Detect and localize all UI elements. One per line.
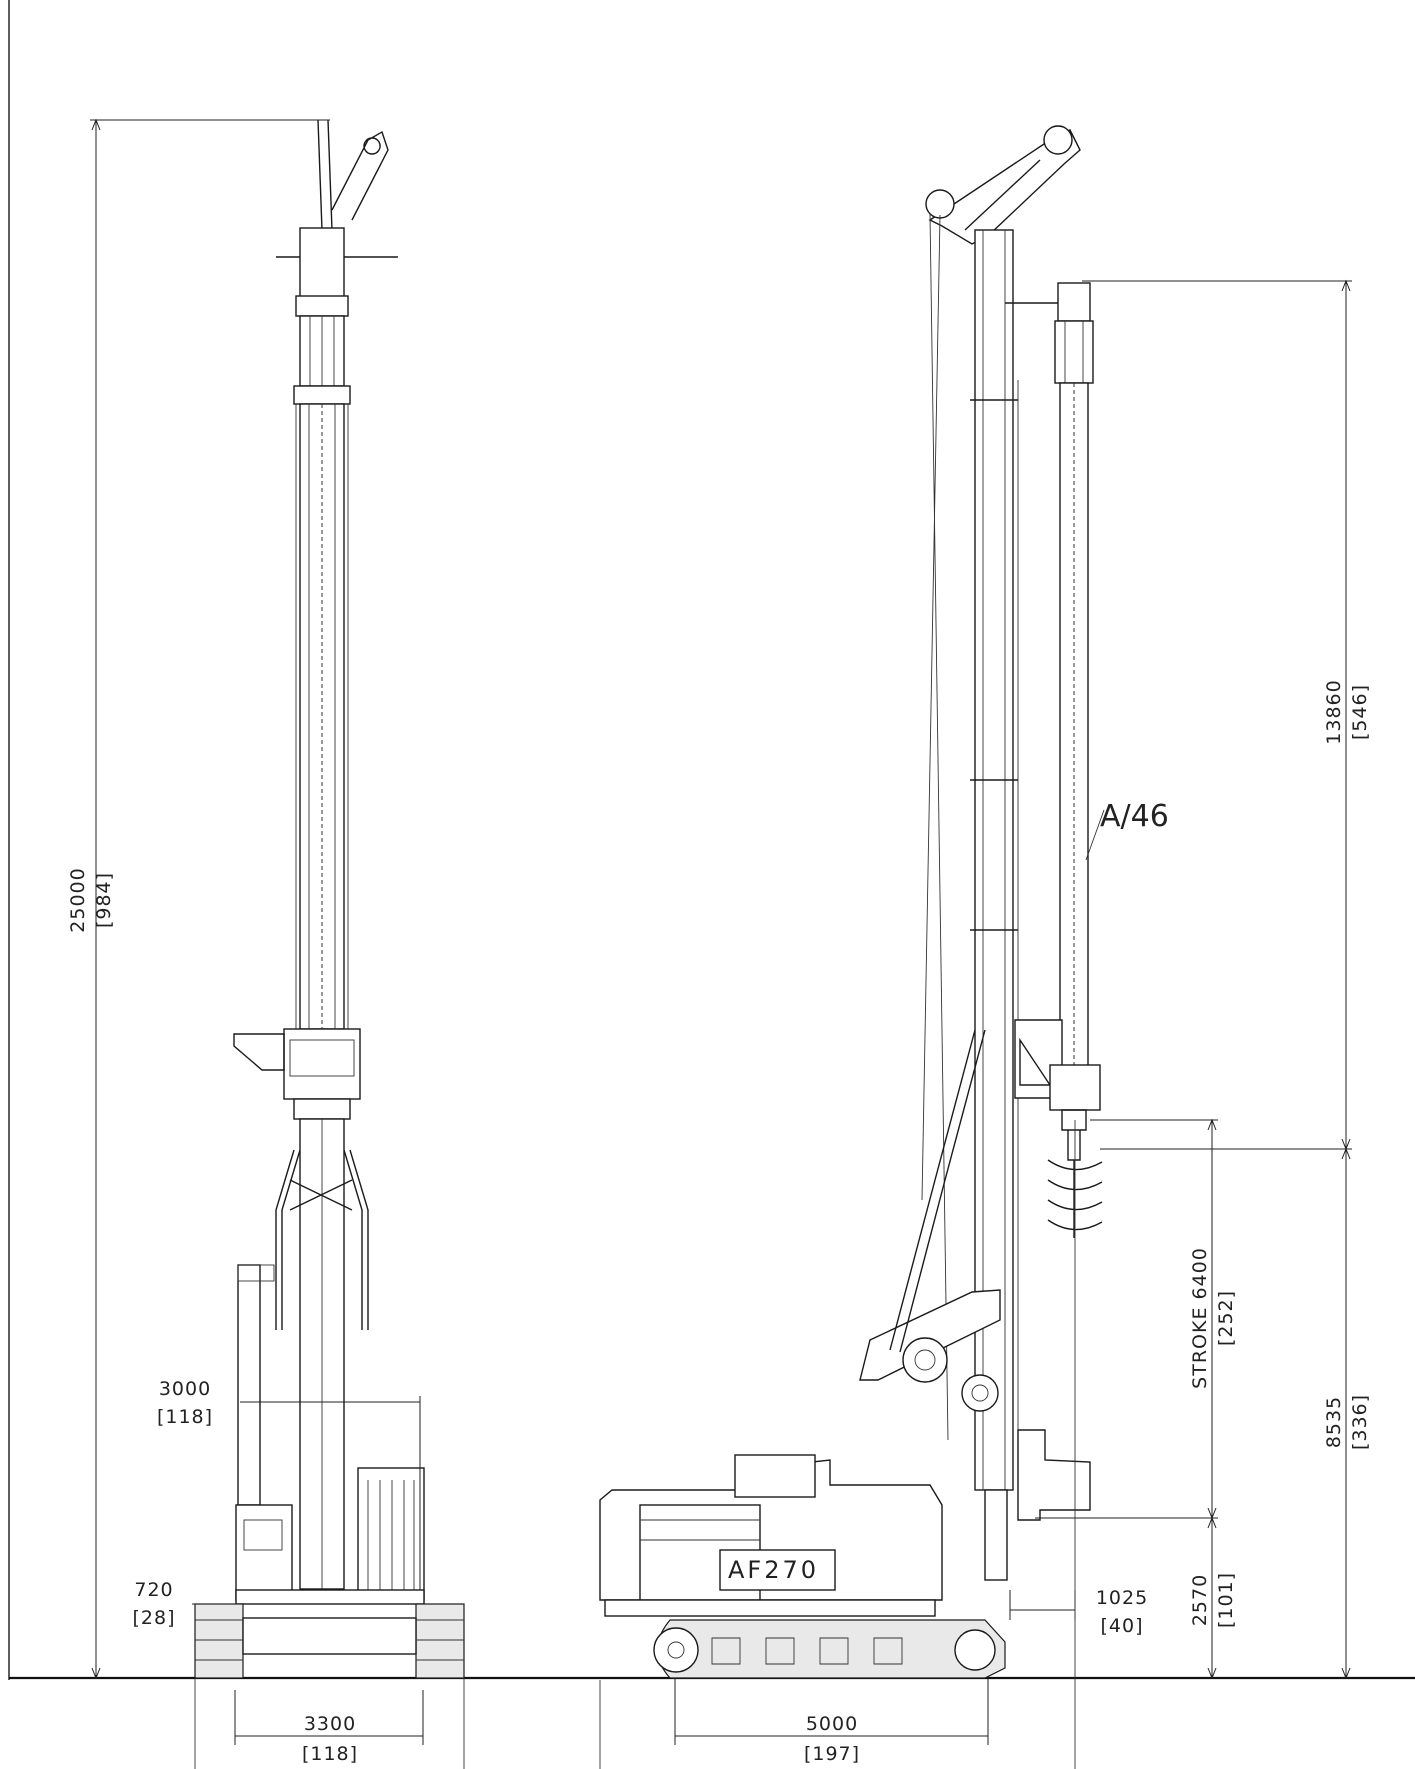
dim-offset-mm: 1025 [1096,1587,1148,1609]
front-upper-base [235,1589,425,1605]
front-rotary-head [283,1028,361,1100]
side-kelly-swivel [1054,320,1094,384]
dim-track-height-mm: 720 [134,1579,173,1601]
front-cylinder-right [343,1149,369,1330]
auger-callout: A/46 [1085,799,1169,861]
dim-lower-height-mm: 8535 [1323,1396,1345,1448]
front-engine-block [235,1504,293,1601]
side-top-sheave-right [1043,125,1073,155]
side-mast-foot [984,1489,1008,1581]
dimension-labels: 25000 [984] 13860 [546] 8535 [336] STROK… [67,679,1371,1765]
front-track-left [194,1603,244,1679]
side-top-brace [964,159,1041,231]
dim-track-length-in: [197] [804,1743,860,1765]
front-track-right [415,1603,465,1679]
model-label: AF270 [728,1556,819,1584]
front-view [194,119,465,1679]
side-rotary-head [1049,1064,1101,1111]
side-boom-brace [889,1029,986,1353]
side-top-sheave-left [925,189,955,219]
side-auger [1047,1109,1103,1238]
side-kelly-top [1057,282,1091,322]
dim-mast-upper-in: [546] [1349,684,1371,740]
dimension-lines [90,118,1352,1769]
side-mast-pivot [961,1374,999,1412]
side-model-panel [719,1549,836,1591]
side-sprocket-wheel [954,1629,996,1671]
side-view: AF270 [599,125,1103,1679]
side-rope-2 [921,214,941,1201]
dim-total-height-mm: 25000 [67,867,89,932]
dim-stroke-in: [252] [1215,1290,1237,1346]
front-mast-head [299,227,345,299]
dim-ground-clearance-in: [101] [1215,1572,1237,1628]
dim-tail-width-mm: 3000 [159,1378,211,1400]
front-undercarriage [242,1617,417,1655]
side-cab [734,1454,816,1498]
side-boom-pivot [902,1337,948,1383]
front-cylinder-left [275,1149,301,1330]
dim-track-length-mm: 5000 [806,1713,858,1735]
front-top-sheave [317,119,389,231]
dim-total-height-in: [984] [93,872,115,928]
dim-tail-width-in: [118] [157,1406,213,1428]
front-collar [293,385,351,405]
side-mast [974,229,1014,1491]
dim-stroke-mm: STROKE 6400 [1189,1247,1211,1389]
dim-ground-clearance-mm: 2570 [1189,1574,1211,1626]
front-rotary-bottom [293,1098,351,1120]
side-boom [859,1289,1001,1381]
front-cylinder-box [237,1264,261,1506]
side-idler-wheel [653,1627,699,1673]
front-strut [289,1179,353,1211]
side-rope-1 [929,213,949,1441]
side-lower-bracket [1017,1429,1091,1521]
dim-lower-height-in: [336] [1349,1394,1371,1450]
dim-track-gauge-mm: 3300 [304,1713,356,1735]
dim-track-gauge-in: [118] [302,1743,358,1765]
dim-offset-in: [40] [1100,1615,1143,1637]
dim-track-height-in: [28] [132,1607,175,1629]
front-rotary-top [295,295,349,317]
dim-mast-upper-mm: 13860 [1323,679,1345,744]
side-slew-ring [604,1599,936,1617]
front-counterweight [357,1467,425,1601]
auger-label: A/46 [1100,799,1169,834]
side-crawler-track [657,1619,1006,1679]
front-rotary-bracket [233,1033,285,1071]
